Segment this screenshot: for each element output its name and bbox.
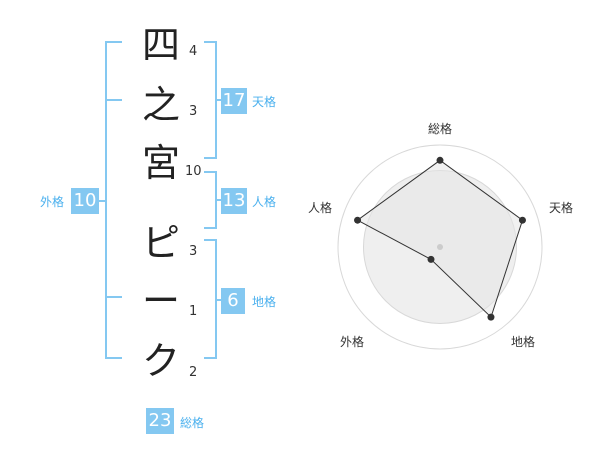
chikaku-label: 地格 [252, 295, 277, 309]
radar-chart [337, 144, 543, 350]
gaikaku-badge: 10 [71, 188, 99, 214]
stroke-count-3: 10 [185, 164, 202, 179]
soukaku-badge: 23 [146, 408, 174, 434]
radar-label-soukaku: 総格 [428, 122, 453, 136]
stroke-count-1: 4 [189, 44, 198, 59]
tenkaku-badge: 17 [221, 88, 247, 114]
name-char-6: ク [141, 339, 180, 383]
radar-point-5 [354, 216, 362, 224]
radar-point-1 [436, 156, 444, 164]
radar-label-chikaku: 地格 [511, 335, 536, 349]
bracket-lines [96, 41, 224, 359]
stroke-count-6: 2 [189, 365, 198, 380]
radar-center [437, 244, 443, 250]
chikaku-bracket [204, 239, 217, 359]
soukaku-label: 総格 [180, 416, 205, 430]
name-char-3: 宮 [141, 141, 180, 185]
name-char-1: 四 [141, 23, 180, 67]
radar-point-2 [518, 216, 526, 224]
gaikaku-label: 外格 [40, 195, 65, 209]
radar-point-3 [487, 313, 495, 321]
name-char-5: ー [141, 279, 180, 323]
jinkaku-bracket [204, 171, 217, 229]
radar-point-4 [427, 255, 435, 263]
stroke-count-2: 3 [189, 104, 198, 119]
stroke-count-5: 1 [189, 304, 198, 319]
name-char-4: ピ [141, 221, 180, 265]
chikaku-badge: 6 [221, 288, 245, 314]
radar-ring [337, 144, 543, 350]
jinkaku-badge: 13 [221, 188, 247, 214]
gaikaku-bracket [105, 41, 122, 359]
radar-label-jinkaku: 人格 [308, 201, 333, 215]
jinkaku-label: 人格 [252, 195, 277, 209]
radar-polygon [356, 159, 524, 319]
stroke-count-4: 3 [189, 244, 198, 259]
tenkaku-label: 天格 [252, 95, 277, 109]
name-char-2: 之 [141, 83, 180, 127]
tenkaku-bracket [204, 41, 217, 159]
radar-label-gaikaku: 外格 [340, 335, 365, 349]
radar-label-tenkaku: 天格 [549, 201, 574, 215]
